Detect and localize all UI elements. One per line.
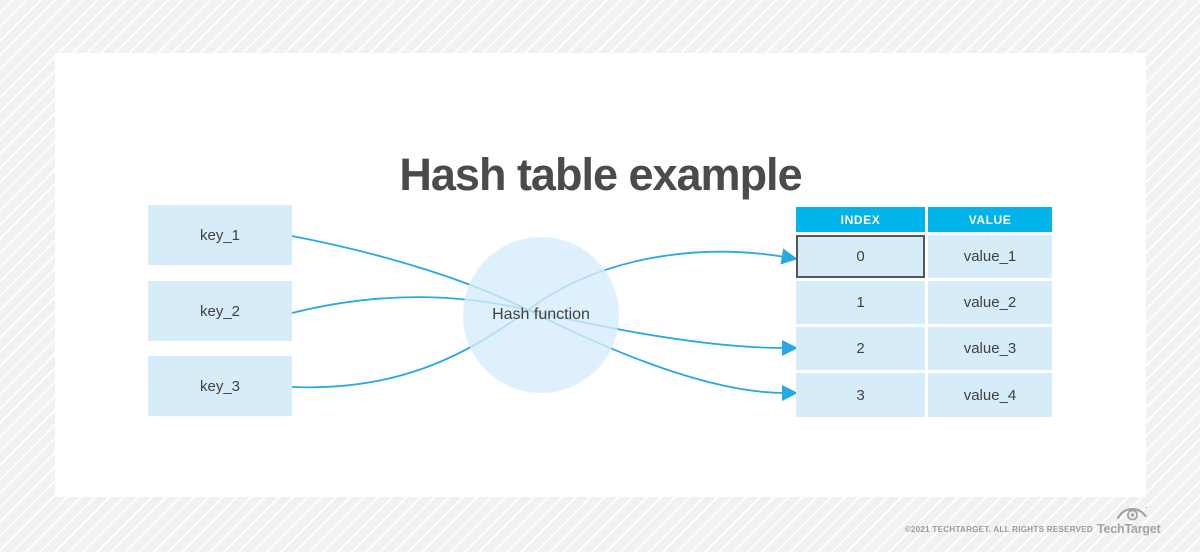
index-cell-2: 2 — [796, 327, 925, 370]
index-cell-3: 3 — [796, 373, 925, 417]
key-box-2: key_2 — [148, 281, 292, 341]
value-cell-3: value_4 — [928, 373, 1052, 417]
techtarget-brand-text: TechTarget — [1097, 522, 1161, 536]
column-header-value: VALUE — [928, 207, 1052, 232]
hash-function-circle: Hash function — [463, 237, 619, 393]
diagram-title: Hash table example — [399, 149, 802, 200]
hash-function-label: Hash function — [492, 306, 590, 323]
techtarget-eye-icon — [1117, 506, 1147, 521]
value-cell-2: value_3 — [928, 327, 1052, 370]
column-header-index: INDEX — [796, 207, 925, 232]
key-2-label: key_2 — [199, 302, 241, 320]
value-cell-1: value_2 — [928, 281, 1052, 324]
index-cell-1: 1 — [796, 281, 925, 324]
diagram-card: Hash table example key_1 key_2 key_3 Has… — [55, 53, 1146, 497]
index-cell-0: 0 — [796, 235, 925, 278]
key-3-label: key_3 — [199, 377, 241, 395]
copyright-text: ©2021 TECHTARGET. ALL RIGHTS RESERVED — [904, 525, 1093, 534]
key-box-3: key_3 — [148, 356, 292, 416]
hash-table: INDEX VALUE 0 value_1 1 value_2 2 value_… — [796, 207, 1052, 417]
key-box-1: key_1 — [148, 205, 292, 265]
techtarget-logo: TechTarget — [1097, 504, 1161, 536]
value-cell-0: value_1 — [928, 235, 1052, 278]
key-1-label: key_1 — [199, 226, 241, 244]
